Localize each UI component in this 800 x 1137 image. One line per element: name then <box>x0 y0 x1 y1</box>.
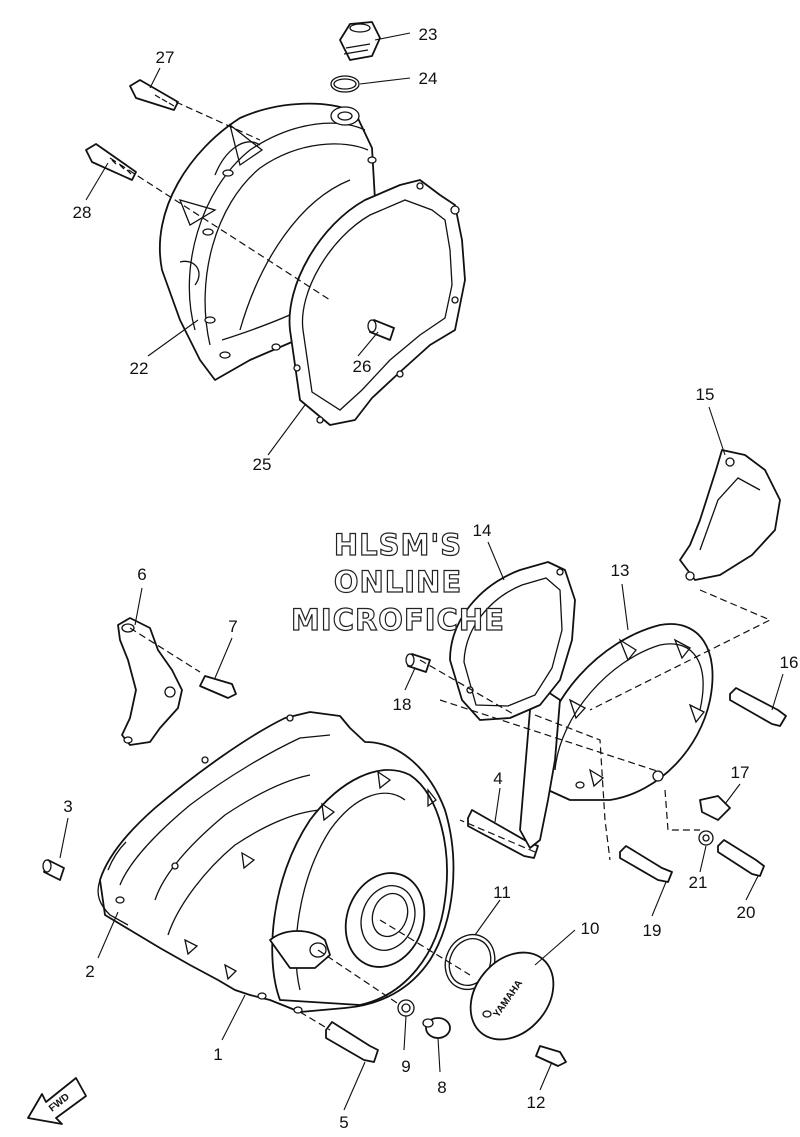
part-16-bolt <box>729 687 787 727</box>
callout-1: 1 <box>213 1045 222 1064</box>
callout-13: 13 <box>611 561 630 580</box>
part-23-plug <box>339 21 381 61</box>
part-27-bolt <box>129 79 179 111</box>
callout-28: 28 <box>73 203 92 222</box>
alignment-lines <box>109 101 772 1031</box>
part-28-bolt <box>85 143 137 181</box>
callout-11: 11 <box>493 883 511 902</box>
part-24-oring <box>330 75 360 93</box>
watermark: HLSM'S ONLINE MICROFICHE <box>290 527 505 637</box>
callout-9: 9 <box>401 1057 410 1076</box>
callout-2: 2 <box>85 962 94 981</box>
callout-23: 23 <box>419 25 438 44</box>
leader-lines <box>59 32 784 1111</box>
forward-direction-arrow: FWD <box>27 1077 87 1125</box>
part-19-bolt <box>619 845 673 883</box>
part-3-dowel <box>42 859 65 881</box>
part-9-washer <box>397 999 415 1017</box>
watermark-line-1: HLSM'S <box>334 528 462 562</box>
part-14-gasket <box>449 561 576 721</box>
part-21-washer <box>698 830 714 846</box>
part-25-gasket <box>288 179 466 426</box>
part-7-bolt <box>199 675 237 699</box>
part-17-bolt <box>699 795 731 821</box>
callout-16: 16 <box>780 653 799 672</box>
callout-5: 5 <box>339 1113 348 1132</box>
part-18-dowel <box>405 653 431 673</box>
callout-20: 20 <box>737 903 756 922</box>
callout-19: 19 <box>643 921 662 940</box>
callout-15: 15 <box>696 385 715 404</box>
part-10-emblem-cover: YAMAHA <box>469 951 555 1041</box>
watermark-line-2: ONLINE <box>334 565 462 599</box>
callout-12: 12 <box>527 1093 546 1112</box>
callout-14: 14 <box>473 521 492 540</box>
callout-4: 4 <box>493 769 502 788</box>
part-6-bracket <box>117 617 183 746</box>
callout-22: 22 <box>130 359 149 378</box>
callout-21: 21 <box>689 873 708 892</box>
watermark-line-3: MICROFICHE <box>291 603 505 637</box>
callout-labels: 23 24 27 28 22 26 25 15 14 13 6 7 18 16 … <box>63 25 798 1132</box>
callout-8: 8 <box>437 1078 446 1097</box>
part-26-dowel <box>367 319 395 341</box>
callout-26: 26 <box>353 357 372 376</box>
callout-17: 17 <box>731 763 750 782</box>
part-2-gasket <box>97 841 129 926</box>
callout-6: 6 <box>137 565 146 584</box>
part-20-bolt <box>717 839 765 877</box>
part-1-crankcase-cover <box>99 711 455 1014</box>
callout-27: 27 <box>156 48 175 67</box>
callout-3: 3 <box>63 797 72 816</box>
callout-18: 18 <box>393 695 412 714</box>
part-5-bolt <box>325 1021 379 1063</box>
callout-24: 24 <box>419 69 438 88</box>
callout-7: 7 <box>228 617 237 636</box>
part-8-plug <box>422 1017 451 1039</box>
callout-25: 25 <box>253 455 272 474</box>
callout-10: 10 <box>581 919 600 938</box>
part-15-guard <box>679 449 781 581</box>
part-12-screw <box>535 1045 567 1067</box>
